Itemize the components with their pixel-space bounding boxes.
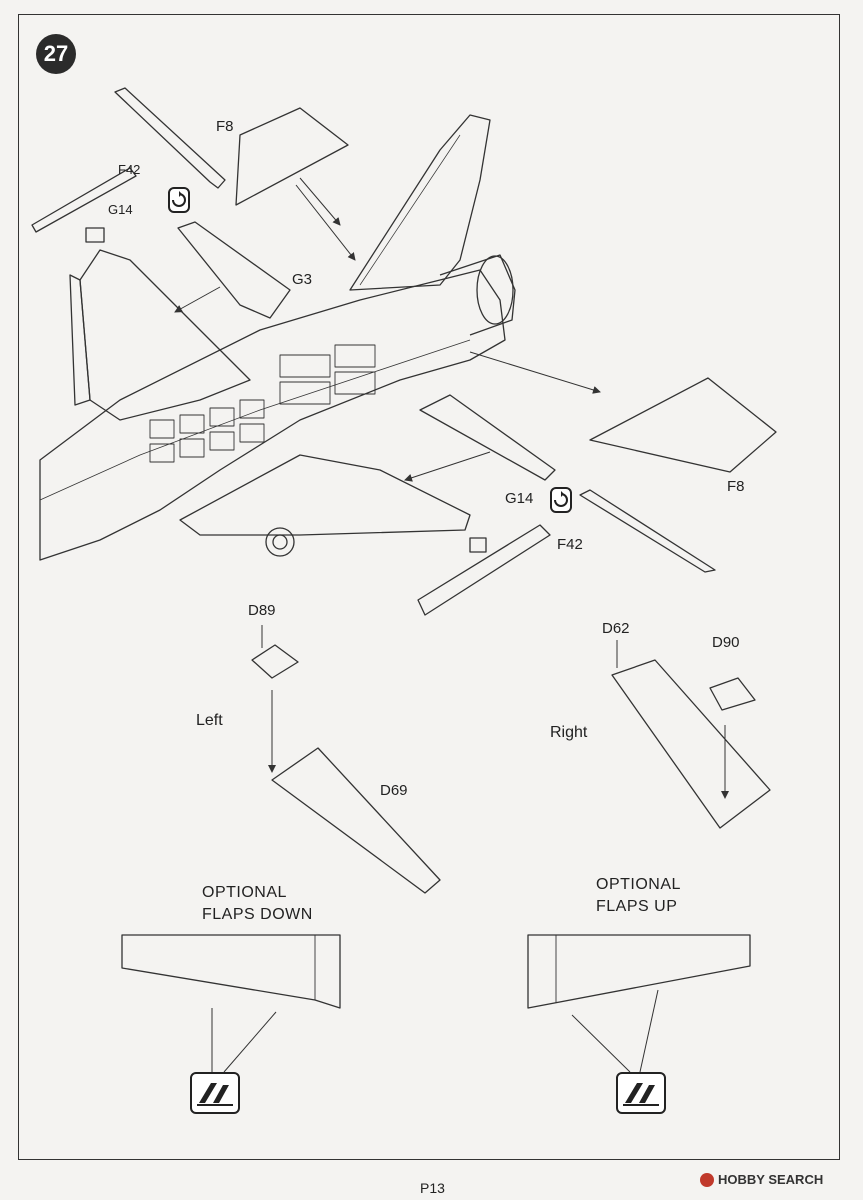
rotate-icon <box>550 487 572 513</box>
vertical-tail <box>349 114 491 291</box>
part-label-d90: D90 <box>712 634 740 651</box>
part-label-g14-left: G14 <box>108 202 133 217</box>
part-label-d69: D69 <box>380 782 408 799</box>
flaps-down-diagram <box>121 934 341 1009</box>
optional-flaps-down-label: OPTIONAL FLAPS DOWN <box>202 884 313 923</box>
f8-right-part <box>589 377 777 473</box>
hobby-search-logo-icon <box>700 1172 714 1187</box>
part-label-d89: D89 <box>248 602 276 619</box>
part-label-f8-top: F8 <box>216 118 234 135</box>
part-label-f42-left: F42 <box>118 162 141 177</box>
d90-part <box>709 677 756 711</box>
left-wing <box>79 249 251 421</box>
step-number-badge: 27 <box>36 34 76 74</box>
part-label-f42-right: F42 <box>557 536 583 553</box>
engine-nozzle <box>439 254 516 336</box>
d89-part <box>251 644 299 679</box>
side-label-left: Left <box>196 712 223 729</box>
fuselage <box>39 269 506 561</box>
glue-icon <box>190 1072 240 1114</box>
part-label-d62: D62 <box>602 620 630 637</box>
page-frame <box>18 14 840 1160</box>
watermark: HOBBY SEARCH <box>700 1172 823 1187</box>
flaps-up-diagram <box>527 934 751 1009</box>
part-label-g3: G3 <box>292 271 313 288</box>
rotate-icon <box>168 187 190 213</box>
optional-flaps-up-label: OPTIONAL FLAPS UP <box>596 876 681 915</box>
f8-top-part <box>235 107 349 206</box>
part-label-f8-right: F8 <box>727 478 745 495</box>
glue-icon <box>616 1072 666 1114</box>
d62-part <box>611 659 771 829</box>
d69-part <box>271 747 441 894</box>
part-label-g14-right: G14 <box>505 490 534 507</box>
page-number: P13 <box>420 1180 445 1196</box>
side-label-right: Right <box>550 724 588 741</box>
right-wing <box>179 454 471 536</box>
